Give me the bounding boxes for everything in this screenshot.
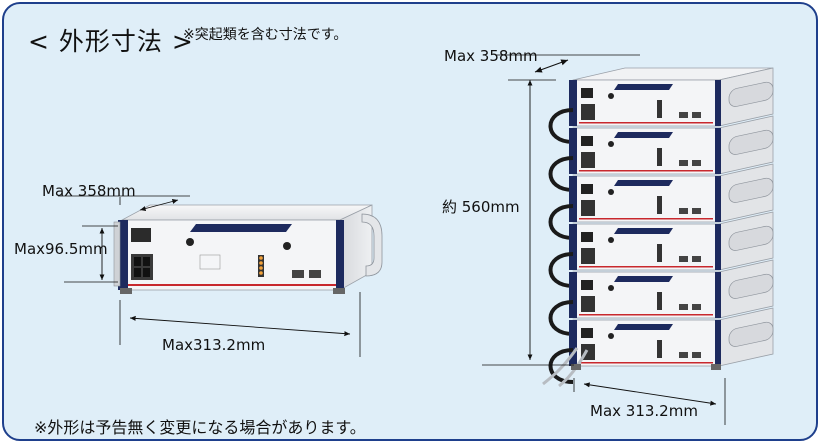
stack-unit-band (569, 128, 577, 174)
stack-width-label: Max 358mm (444, 47, 538, 65)
stack-handle (728, 225, 774, 251)
stack-unit-band (715, 128, 721, 174)
stack-led-column (657, 148, 662, 166)
dimension-note: ※突起類を含む寸法です。 (183, 27, 348, 43)
stack-unit-band (569, 224, 577, 270)
stack-red-line (579, 218, 713, 220)
stack-red-line (579, 362, 713, 364)
stack-handle (728, 273, 774, 299)
single-height-label: Max96.5mm (14, 240, 108, 258)
stack-unit-band (569, 176, 577, 222)
stack-knob (608, 237, 614, 243)
stack-outlet (581, 152, 595, 168)
stack-handle (728, 177, 774, 203)
stack-unit-band (715, 272, 721, 318)
stack-brand-banner (614, 276, 673, 282)
single-unit-dimensions (58, 195, 361, 357)
stack-cable (548, 108, 574, 144)
stack-cable (542, 347, 579, 386)
stack-handle (728, 321, 774, 347)
stack-unit-band (715, 224, 721, 270)
stack-usb (692, 208, 701, 214)
stack-red-line (579, 122, 713, 124)
single-unit (113, 204, 383, 294)
stack-usb (679, 256, 688, 262)
stack-height-label: 約 560mm (442, 198, 520, 216)
stack-knob (608, 189, 614, 195)
stack-usb (692, 160, 701, 166)
stack-unit-band (715, 320, 721, 366)
stack-inlet (581, 328, 593, 338)
stack-knob (608, 285, 614, 291)
stack-brand-banner (614, 228, 673, 234)
stack-unit-band (569, 272, 577, 318)
stack-dimensions (482, 54, 726, 425)
unit-stack (542, 67, 774, 388)
stack-led-column (657, 292, 662, 310)
stack-usb (679, 304, 688, 310)
stack-inlet (581, 184, 593, 194)
single-width-label: Max 358mm (42, 182, 136, 200)
stack-outlet (581, 104, 595, 120)
page-title: < 外形寸法 > (28, 27, 194, 56)
stack-usb (692, 352, 701, 358)
stack-usb (679, 208, 688, 214)
stack-usb (679, 352, 688, 358)
stack-usb (679, 160, 688, 166)
stack-cable (558, 349, 589, 388)
stack-knob (608, 93, 614, 99)
stack-cable (548, 300, 574, 336)
stack-handle (728, 129, 774, 155)
stack-unit-band (715, 176, 721, 222)
stack-usb (692, 304, 701, 310)
stack-unit-band (715, 80, 721, 126)
stack-knob (608, 141, 614, 147)
stack-red-line (579, 266, 713, 268)
stack-led-column (657, 340, 662, 358)
stack-outlet (581, 296, 595, 312)
stack-inlet (581, 136, 593, 146)
stack-led-column (657, 100, 662, 118)
stack-brand-banner (614, 84, 673, 90)
stack-inlet (581, 88, 593, 98)
stack-brand-banner (614, 132, 673, 138)
stack-depth-label: Max 313.2mm (590, 402, 698, 420)
stack-brand-banner (614, 180, 673, 186)
single-depth-label: Max313.2mm (162, 336, 266, 354)
stack-cable (548, 204, 574, 240)
stack-led-column (657, 196, 662, 214)
stack-usb (679, 112, 688, 118)
stack-cable (548, 252, 574, 288)
stack-cable (548, 156, 574, 192)
stack-red-line (579, 314, 713, 316)
stack-inlet (581, 280, 593, 290)
stack-foot (711, 364, 721, 370)
stack-knob (608, 333, 614, 339)
stack-unit-band (569, 80, 577, 126)
stack-inlet (581, 232, 593, 242)
stack-usb (692, 112, 701, 118)
stack-usb (692, 256, 701, 262)
footer-note: ※外形は予告無く変更になる場合があります。 (34, 418, 366, 437)
stack-outlet (581, 200, 595, 216)
stack-handle (728, 81, 774, 107)
stack-outlet (581, 248, 595, 264)
stack-foot (571, 364, 581, 370)
stack-unit-band (569, 320, 577, 366)
stack-brand-banner (614, 324, 673, 330)
stack-led-column (657, 244, 662, 262)
stack-red-line (579, 170, 713, 172)
